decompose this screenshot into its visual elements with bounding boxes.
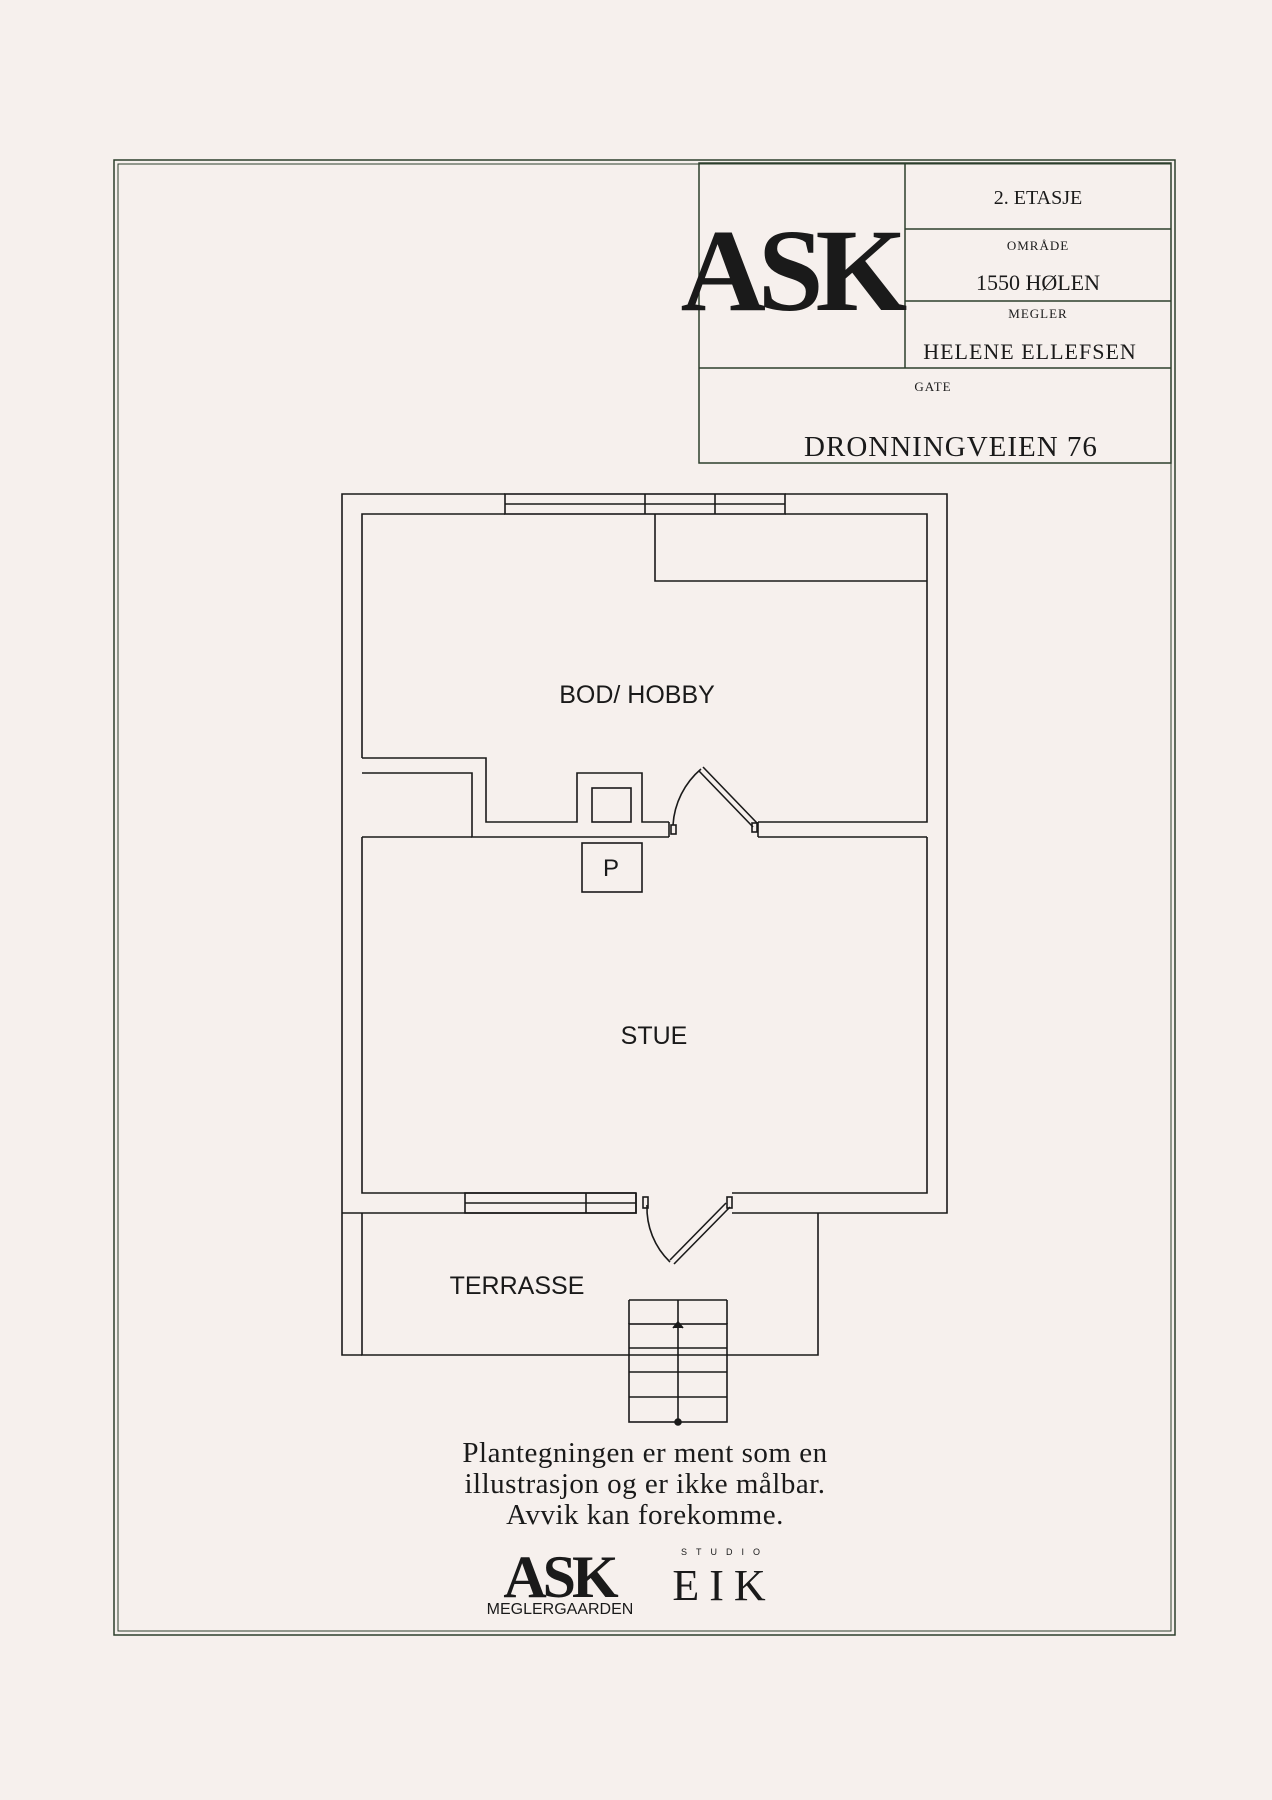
- footer-ask-subtitle: MEGLERGAARDEN: [487, 1601, 634, 1618]
- street-caption: GATE: [914, 379, 951, 394]
- disclaimer-line-2: illustrasjon og er ikke målbar.: [464, 1468, 825, 1500]
- footer-ask-logo-text: ASK: [503, 1544, 619, 1610]
- room-label-bod-hobby: BOD/ HOBBY: [559, 681, 715, 709]
- studio-eik-top: STUDIO: [681, 1547, 769, 1557]
- ask-logo-text: ASK: [681, 205, 907, 336]
- room-label-terrasse: TERRASSE: [450, 1272, 585, 1300]
- studio-eik-main: EIK: [672, 1561, 775, 1610]
- interior-door: [670, 766, 758, 835]
- agent-name: HELENE ELLEFSEN: [923, 339, 1137, 364]
- disclaimer-line-1: Plantegningen er ment som en: [462, 1437, 827, 1469]
- stairs: [628, 1320, 728, 1426]
- disclaimer: Plantegningen er ment som en illustrasjo…: [462, 1437, 827, 1531]
- lower-wall: [342, 1192, 637, 1214]
- street-address: DRONNINGVEIEN 76: [804, 431, 1098, 463]
- room-label-stue: STUE: [621, 1022, 688, 1050]
- page-frame: [113, 159, 1176, 1636]
- floor-label: 2. ETASJE: [994, 187, 1082, 209]
- agent-caption: MEGLER: [1008, 306, 1067, 321]
- footer-studio-eik-logo: STUDIO EIK: [672, 1547, 775, 1610]
- stairs-upper: [629, 1299, 728, 1324]
- disclaimer-line-3: Avvik kan forekomme.: [506, 1499, 784, 1531]
- top-cabinet: [654, 514, 927, 582]
- area-value: 1550 HØLEN: [976, 270, 1100, 295]
- ask-logo: ASK: [681, 205, 915, 336]
- outer-walls: [341, 493, 948, 1356]
- parking-symbol: P: [603, 855, 619, 882]
- title-block: [698, 162, 1172, 464]
- terrace-door: [642, 1196, 733, 1265]
- area-caption: OMRÅDE: [1007, 238, 1069, 253]
- footer-ask-logo: ASK MEGLERGAARDEN: [487, 1544, 634, 1618]
- top-window: [504, 493, 786, 515]
- floor-plan: [341, 493, 948, 1426]
- parking-box: [581, 842, 643, 893]
- interior-wall: [362, 757, 927, 838]
- terrace-outline: [361, 1213, 819, 1356]
